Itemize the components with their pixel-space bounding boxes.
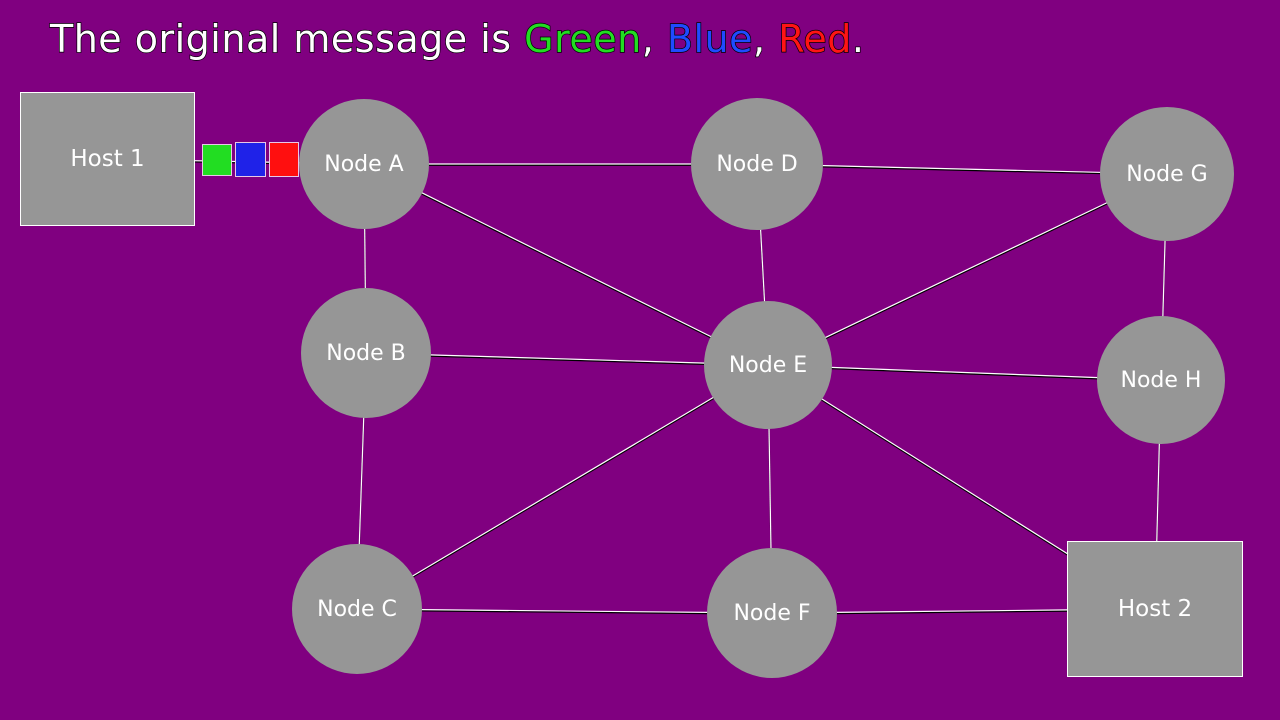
title-sep-1: ,	[641, 16, 667, 61]
node-label: Node D	[716, 151, 798, 177]
node-label: Node C	[317, 596, 397, 622]
edge-A-D	[415, 163, 705, 166]
edge-E-H	[817, 366, 1112, 380]
edge-A-E	[409, 186, 724, 345]
edge-E-F	[768, 414, 772, 564]
edge-B-C	[358, 403, 365, 560]
title-period: .	[851, 16, 865, 61]
host-label: Host 1	[70, 146, 145, 172]
node-f[interactable]: Node F	[707, 548, 837, 678]
packet-green[interactable]	[202, 144, 232, 176]
edge-C-F	[407, 608, 722, 615]
node-g[interactable]: Node G	[1100, 107, 1234, 241]
edge-H-host2	[1156, 429, 1161, 545]
node-e[interactable]: Node E	[704, 301, 832, 429]
node-label: Node A	[324, 151, 404, 177]
edge-E-host2	[809, 391, 1070, 557]
packet-blue[interactable]	[235, 142, 266, 177]
node-label: Node F	[733, 600, 811, 626]
edge-G-H	[1161, 226, 1167, 332]
edge-F-host2	[822, 609, 1070, 615]
edge-C-E	[400, 390, 726, 585]
title-word-red: Red	[777, 16, 852, 61]
edge-D-G	[808, 164, 1115, 175]
title-prefix: The original message is	[49, 16, 525, 61]
node-d[interactable]: Node D	[691, 98, 823, 230]
packet-red[interactable]	[269, 142, 299, 177]
title-word-green: Green	[523, 16, 642, 61]
node-label: Node E	[728, 352, 808, 378]
host-box-host1[interactable]: Host 1	[20, 92, 195, 226]
title-word-blue: Blue	[666, 16, 754, 61]
node-b[interactable]: Node B	[301, 288, 431, 418]
node-a[interactable]: Node A	[299, 99, 429, 229]
edge-B-E	[416, 353, 719, 366]
node-label: Node G	[1126, 161, 1208, 187]
host-box-host2[interactable]: Host 2	[1067, 541, 1243, 677]
node-c[interactable]: Node C	[292, 544, 422, 674]
node-h[interactable]: Node H	[1097, 316, 1225, 444]
node-label: Node H	[1120, 367, 1202, 393]
edge-D-E	[759, 215, 766, 317]
edge-E-G	[812, 196, 1120, 346]
node-label: Node B	[326, 340, 406, 366]
title-sep-2: ,	[752, 16, 779, 61]
host-label: Host 2	[1117, 596, 1193, 622]
page-title: The original message is Green, Blue, Red…	[49, 16, 865, 62]
